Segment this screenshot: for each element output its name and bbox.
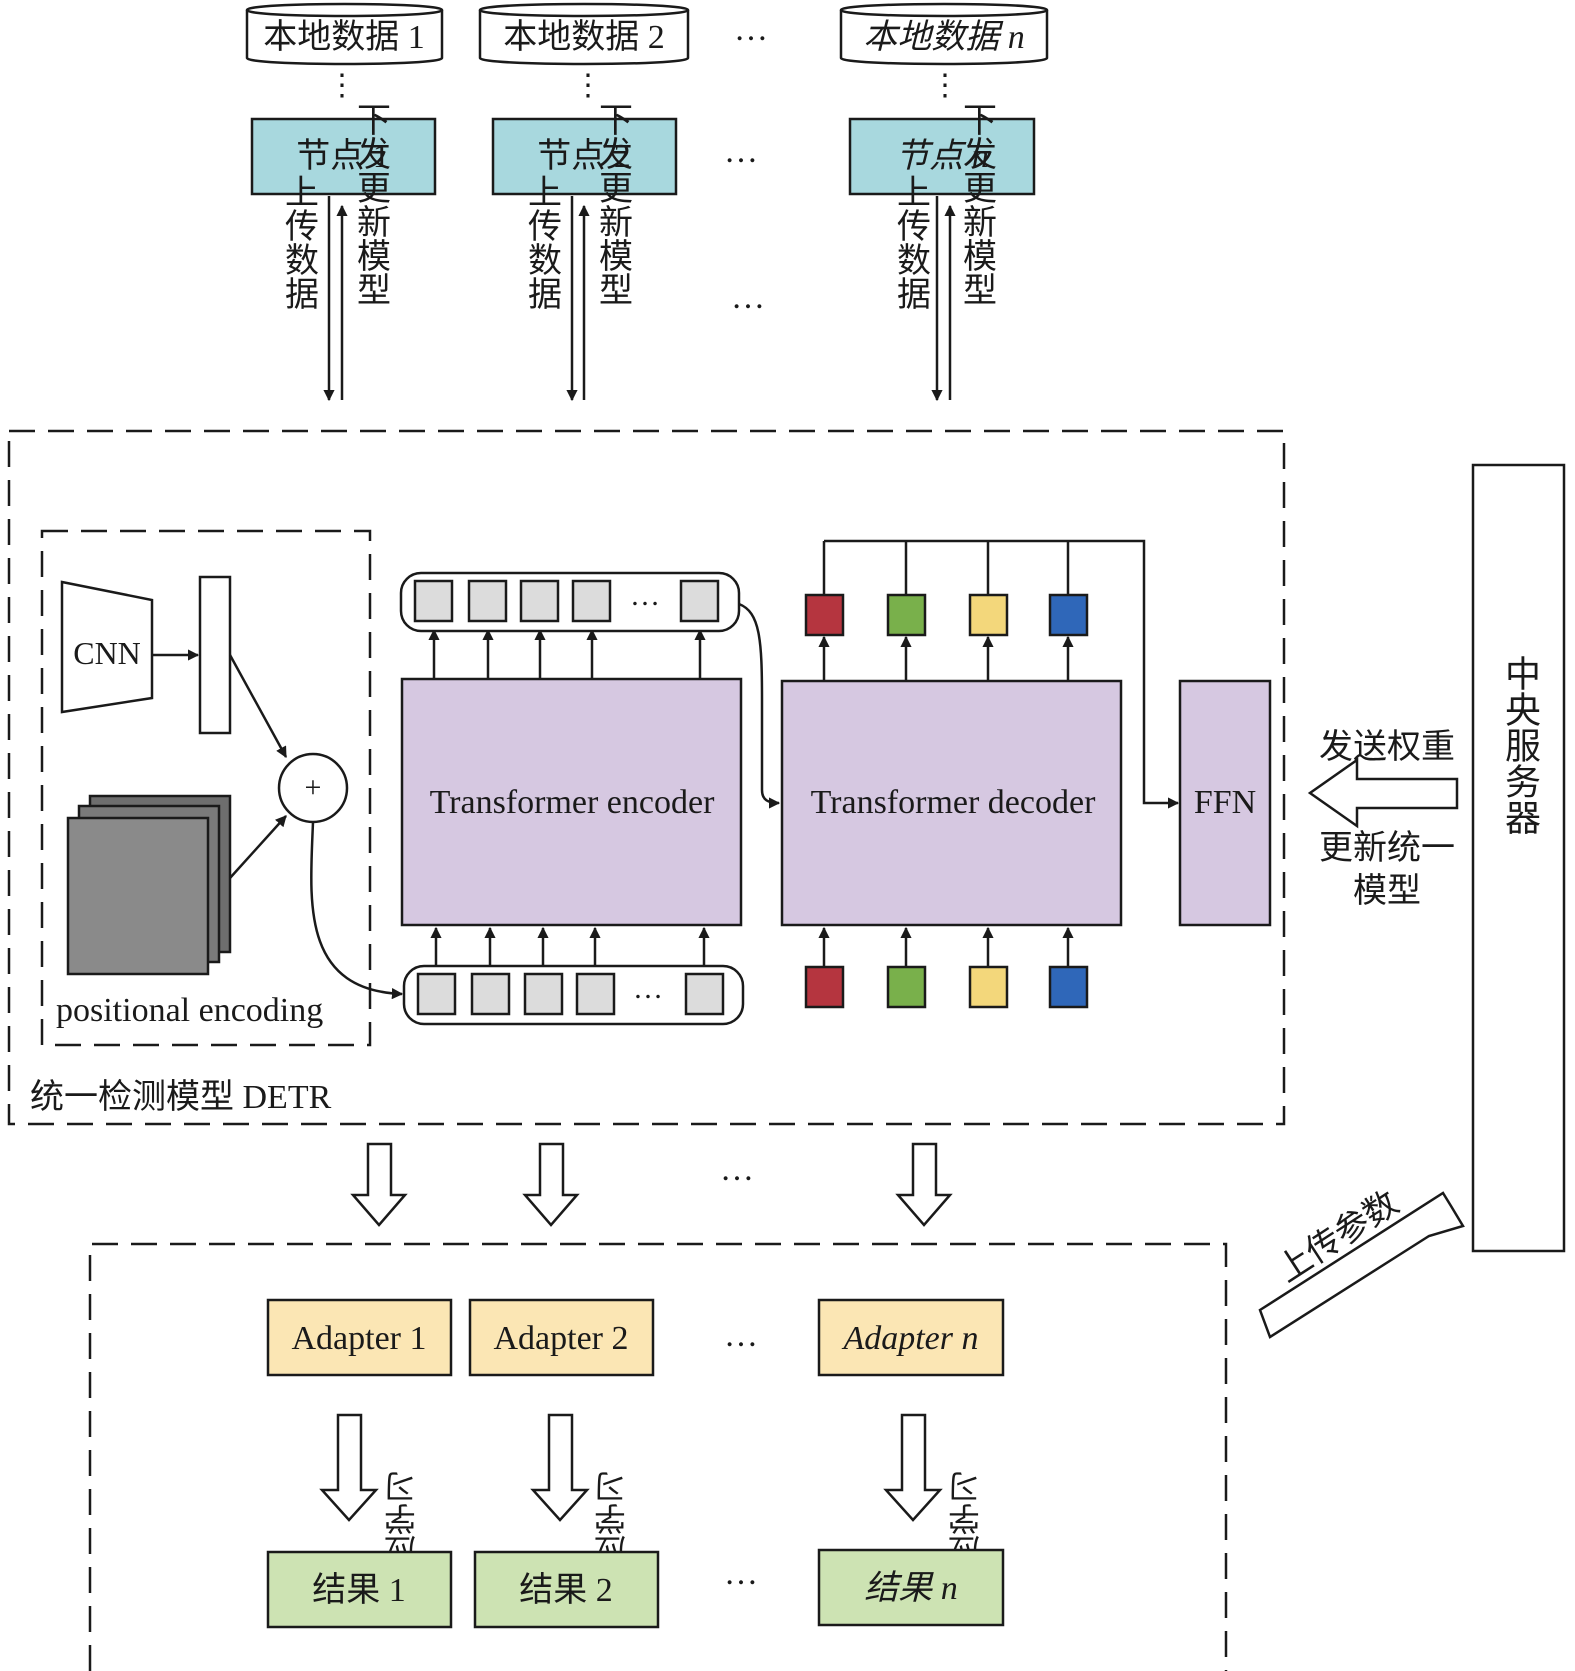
adapter-n-label: Adapter n bbox=[841, 1320, 978, 1357]
result-2-box bbox=[473, 1550, 660, 1629]
encoder-output-tokens: … bbox=[413, 579, 720, 623]
token bbox=[575, 972, 616, 1016]
cnn-block bbox=[60, 580, 154, 714]
server-label: 中央服务器 bbox=[1500, 655, 1540, 835]
local-data-ellipsis: … bbox=[734, 11, 768, 48]
update-model-label-1: 更新统一 bbox=[1319, 829, 1455, 867]
nodes-group: 节点 1 节点 2 节点 n … bbox=[250, 117, 1036, 196]
token bbox=[416, 972, 457, 1016]
local-data-2: 本地数据 2 bbox=[478, 2, 690, 66]
token bbox=[519, 579, 560, 623]
download-model-label-1: 下发更新模型 bbox=[352, 102, 390, 306]
object-queries bbox=[804, 926, 1089, 1009]
upload-data-label-1: 上传数据 bbox=[280, 174, 319, 310]
detr-title: 统一检测模型 DETR bbox=[30, 1078, 332, 1116]
query-green bbox=[886, 965, 927, 1009]
output-yellow bbox=[968, 593, 1009, 637]
result-n-label: 结果 n bbox=[864, 1570, 958, 1607]
upload-params-arrow bbox=[1258, 1191, 1465, 1339]
transformer-decoder-block bbox=[780, 679, 1123, 927]
query-yellow bbox=[968, 965, 1009, 1009]
download-model-label-n: 下发更新模型 bbox=[958, 102, 996, 306]
backbone-region bbox=[40, 529, 372, 1047]
sync-ellipsis: … bbox=[731, 279, 765, 316]
positional-encoding-label: positional encoding bbox=[56, 992, 323, 1029]
vdots-1: ⋮ bbox=[327, 69, 357, 102]
transformer-encoder-block bbox=[400, 677, 743, 927]
local-data-2-label: 本地数据 2 bbox=[503, 18, 665, 56]
local-data-1-label: 本地数据 1 bbox=[263, 18, 425, 56]
central-server: 中央服务器 发送权重 更新统一 模型 上传参数 bbox=[1258, 463, 1566, 1339]
local-data-n-label: 本地数据 n bbox=[863, 19, 1025, 56]
results-ellipsis: … bbox=[724, 1555, 758, 1592]
local-data-1: 本地数据 1 bbox=[245, 2, 444, 66]
token bbox=[679, 579, 720, 623]
token bbox=[470, 972, 511, 1016]
output-green bbox=[886, 593, 927, 637]
send-weights-label: 发送权重 bbox=[1319, 728, 1455, 766]
download-model-label-2: 下发更新模型 bbox=[594, 102, 632, 306]
server-box bbox=[1471, 463, 1566, 1253]
nodes-ellipsis: … bbox=[724, 133, 758, 170]
adapter-2-box bbox=[468, 1298, 655, 1377]
adaptation-region: Adapter 1 Adapter 2 Adapter n … 适应学习 适应学… bbox=[88, 1242, 1228, 1671]
distribution-ellipsis: … bbox=[720, 1151, 754, 1188]
result-1-label: 结果 1 bbox=[312, 1571, 406, 1609]
detr-model-region: 统一检测模型 DETR CNN + positional encoding … bbox=[7, 429, 1286, 1126]
result-1-box bbox=[266, 1550, 453, 1629]
upload-data-label-n: 上传数据 bbox=[892, 174, 931, 310]
adapter-n-box bbox=[817, 1298, 1005, 1377]
encoder-output-ellipsis: … bbox=[630, 579, 660, 612]
local-data-n: 本地数据 n bbox=[839, 2, 1049, 66]
token bbox=[467, 579, 508, 623]
node-1-label: 节点 1 bbox=[296, 137, 390, 175]
node-1-box bbox=[250, 117, 437, 196]
encoder-input-ellipsis: … bbox=[633, 972, 663, 1005]
node-sync-arrows: … 上传数据 下发更新模型 上传数据 下发更新模型 上传数据 下发更新模型 bbox=[280, 102, 996, 402]
cnn-label: CNN bbox=[73, 635, 141, 671]
adapter-1-box bbox=[266, 1298, 453, 1377]
encoder-label: Transformer encoder bbox=[430, 784, 715, 821]
node-2-box bbox=[491, 117, 678, 196]
output-blue bbox=[1048, 593, 1089, 637]
adapter-2-label: Adapter 2 bbox=[493, 1320, 628, 1357]
node-n-label: 节点 n bbox=[895, 138, 989, 175]
local-data-group: 本地数据 1 本地数据 2 本地数据 n … ⋮ ⋮ ⋮ bbox=[245, 2, 1049, 102]
feature-map-1 bbox=[66, 816, 210, 976]
plus-label: + bbox=[305, 771, 322, 804]
node-n-box bbox=[848, 117, 1036, 196]
cnn-feature-vector bbox=[198, 575, 232, 735]
query-blue bbox=[1048, 965, 1089, 1009]
adapters-ellipsis: … bbox=[724, 1317, 758, 1354]
vdots-2: ⋮ bbox=[573, 69, 603, 102]
output-red bbox=[804, 593, 845, 637]
result-2-label: 结果 2 bbox=[519, 1571, 613, 1609]
encoder-input-arrows bbox=[430, 926, 710, 965]
token bbox=[413, 579, 454, 623]
adapter-1-label: Adapter 1 bbox=[291, 1320, 426, 1357]
send-weights-arrow bbox=[1307, 757, 1459, 829]
output-embeddings bbox=[804, 539, 1180, 809]
result-n-box bbox=[817, 1548, 1005, 1627]
vdots-n: ⋮ bbox=[930, 69, 960, 102]
token bbox=[571, 579, 612, 623]
decoder-label: Transformer decoder bbox=[811, 784, 1096, 821]
encoder-input-tokens: … bbox=[416, 972, 725, 1016]
node-2-label: 节点 2 bbox=[537, 137, 631, 175]
update-model-label-2: 模型 bbox=[1353, 872, 1421, 910]
query-red bbox=[804, 965, 845, 1009]
token bbox=[523, 972, 564, 1016]
encoder-output-arrows bbox=[428, 628, 706, 679]
token bbox=[684, 972, 725, 1016]
upload-data-label-2: 上传数据 bbox=[523, 174, 562, 310]
ffn-block bbox=[1178, 679, 1272, 927]
ffn-label: FFN bbox=[1194, 784, 1256, 821]
distribution-arrows: … bbox=[350, 1142, 953, 1227]
